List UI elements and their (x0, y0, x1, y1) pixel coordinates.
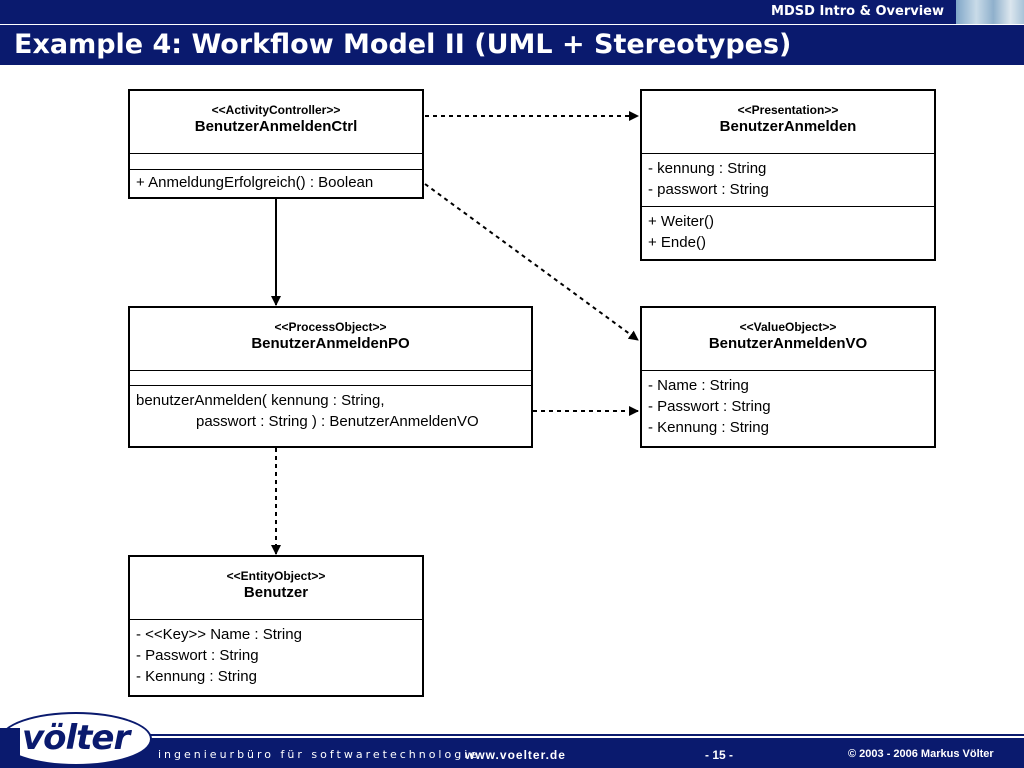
class-attributes: - <<Key>> Name : String - Passwort : Str… (130, 620, 422, 691)
operation-continuation: passwort : String ) : BenutzerAnmeldenVO (196, 413, 479, 430)
class-benutzer-anmelden-po: <<ProcessObject>> BenutzerAnmeldenPO ben… (128, 306, 533, 448)
class-header: <<ValueObject>> BenutzerAnmeldenVO (642, 308, 934, 371)
class-header: <<EntityObject>> Benutzer (130, 557, 422, 620)
footer-tagline: ingenieurbüro für softwaretechnologie (158, 748, 481, 761)
class-header: <<ProcessObject>> BenutzerAnmeldenPO (130, 308, 531, 371)
top-bar (0, 0, 1024, 24)
attribute: - kennung : String (648, 160, 767, 177)
class-name: BenutzerAnmelden (719, 118, 857, 135)
operation: + AnmeldungErfolgreich() : Boolean (136, 174, 374, 191)
attribute: - Passwort : String (648, 398, 771, 415)
class-header: <<Presentation>> BenutzerAnmelden (642, 91, 934, 154)
section-label: MDSD Intro & Overview (771, 4, 944, 19)
footer-bar (0, 738, 1024, 768)
class-stereotype: <<ActivityController>> (211, 103, 341, 117)
logo-oval (0, 712, 152, 766)
class-benutzer-anmelden-ctrl: <<ActivityController>> BenutzerAnmeldenC… (128, 89, 424, 199)
class-name: BenutzerAnmeldenPO (251, 335, 410, 352)
class-operations: benutzerAnmelden( kennung : String, pass… (130, 386, 531, 436)
footer-url: www.voelter.de (465, 748, 566, 762)
attribute: - Kennung : String (136, 668, 257, 685)
operation: + Ende() (648, 234, 706, 251)
class-attributes: - kennung : String - passwort : String (642, 154, 934, 207)
class-benutzer-anmelden: <<Presentation>> BenutzerAnmelden - kenn… (640, 89, 936, 261)
class-stereotype: <<ValueObject>> (739, 320, 837, 334)
header-photo (956, 0, 1024, 24)
class-name: BenutzerAnmeldenCtrl (194, 118, 358, 135)
footer-rule (0, 734, 1024, 736)
class-stereotype: <<EntityObject>> (226, 569, 326, 583)
logo-mark (0, 728, 20, 758)
class-benutzer-anmelden-vo: <<ValueObject>> BenutzerAnmeldenVO - Nam… (640, 306, 936, 448)
slide-title: Example 4: Workflow Model II (UML + Ster… (14, 29, 792, 60)
attribute: - Passwort : String (136, 647, 259, 664)
class-attributes (130, 371, 531, 386)
class-stereotype: <<ProcessObject>> (274, 320, 387, 334)
attribute: - Name : String (648, 377, 749, 394)
class-name: BenutzerAnmeldenVO (708, 335, 868, 352)
attribute: - <<Key>> Name : String (136, 626, 302, 643)
class-header: <<ActivityController>> BenutzerAnmeldenC… (130, 91, 422, 154)
attribute: - Kennung : String (648, 419, 769, 436)
class-benutzer: <<EntityObject>> Benutzer - <<Key>> Name… (128, 555, 424, 697)
class-attributes (130, 154, 422, 170)
class-attributes: - Name : String - Passwort : String - Ke… (642, 371, 934, 442)
title-bar (0, 25, 1024, 65)
page-number: - 15 - (705, 748, 734, 762)
class-operations: + AnmeldungErfolgreich() : Boolean (130, 170, 422, 197)
class-stereotype: <<Presentation>> (737, 103, 839, 117)
class-name: Benutzer (243, 584, 309, 601)
operation: + Weiter() (648, 213, 714, 230)
company-logo: völter (22, 718, 130, 758)
operation: benutzerAnmelden( kennung : String, (136, 392, 385, 409)
attribute: - passwort : String (648, 181, 769, 198)
footer-copyright: © 2003 - 2006 Markus Völter (848, 748, 994, 760)
class-operations: + Weiter() + Ende() (642, 207, 934, 257)
